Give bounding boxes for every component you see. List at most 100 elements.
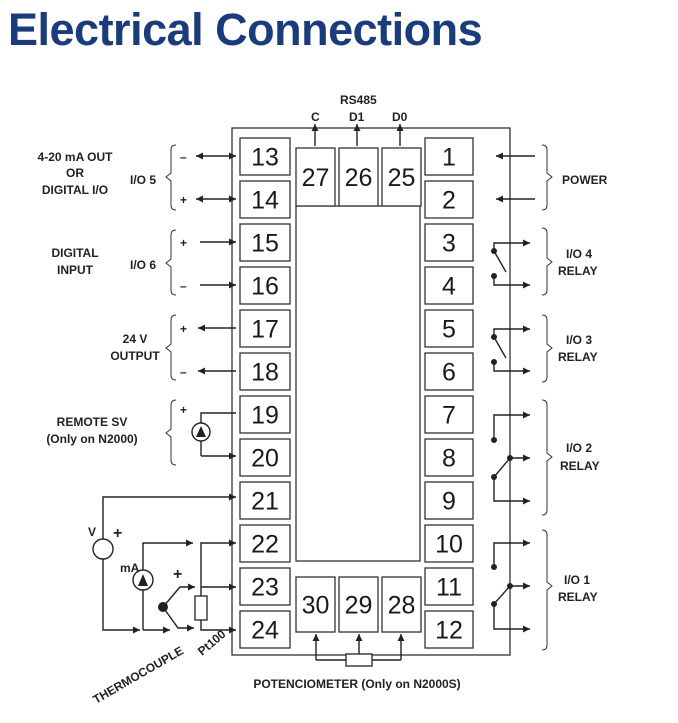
io1-label: I/O 1 — [564, 573, 590, 587]
terminal-23-box — [239, 567, 291, 606]
rs485-d1-label: D1 — [349, 110, 365, 124]
thermocouple-plus: + — [173, 566, 182, 583]
out24-minus: – — [180, 365, 187, 379]
io1-relay-label: RELAY — [558, 590, 598, 604]
terminal-11-number: 11 — [436, 574, 462, 602]
ma-source-icon — [132, 539, 193, 634]
terminal-18-box — [239, 352, 291, 391]
io3-relay-icon — [491, 325, 530, 375]
terminal-12-box — [424, 610, 474, 649]
rs485-c-label: C — [311, 110, 320, 124]
potentiometer-icon — [312, 634, 405, 667]
terminal-17-number: 17 — [251, 316, 279, 344]
terminal-21-box — [239, 481, 291, 520]
remote-sv-line1: REMOTE SV — [57, 415, 128, 429]
terminal-5-box — [424, 309, 474, 348]
terminal-25-number: 25 — [388, 164, 416, 192]
io5-plus: + — [180, 193, 187, 207]
thermocouple-icon — [158, 583, 195, 632]
terminal-10-box — [424, 524, 474, 563]
remote-sv-plus: + — [180, 403, 187, 417]
ma-label: mA — [120, 561, 140, 575]
terminal-4-box — [424, 266, 474, 305]
terminal-7-number: 7 — [442, 402, 456, 430]
terminal-16-number: 16 — [251, 273, 279, 301]
out24-brace — [165, 314, 177, 381]
terminal-13-box — [239, 137, 291, 176]
io6-brace — [165, 229, 177, 296]
io5-brace — [165, 144, 177, 211]
terminal-8-box — [424, 438, 474, 477]
io5-desc-line3: DIGITAL I/O — [42, 183, 108, 197]
terminal-12-number: 12 — [435, 617, 463, 645]
terminal-25-box — [381, 147, 422, 207]
terminal-6-number: 6 — [442, 359, 456, 387]
io6-minus: – — [180, 279, 187, 293]
io3-relay-label: RELAY — [558, 350, 598, 364]
pt100-label: Pt100 — [195, 627, 229, 659]
terminal-8-number: 8 — [442, 445, 456, 473]
thermocouple-label: THERMOCOUPLE — [91, 643, 186, 706]
terminal-24-number: 24 — [251, 617, 279, 645]
terminal-23-number: 23 — [251, 574, 279, 602]
terminal-3-box — [424, 223, 474, 262]
pt100-resistor-icon — [194, 539, 236, 634]
io6-desc-line2: INPUT — [57, 263, 94, 277]
terminal-2-box — [424, 180, 474, 219]
terminal-4-number: 4 — [442, 273, 456, 301]
power-label: POWER — [562, 173, 608, 187]
display-window — [295, 205, 421, 562]
out24-desc-line1: 24 V — [123, 332, 148, 346]
io1-relay-icon — [491, 539, 530, 633]
terminal-30-number: 30 — [302, 592, 330, 620]
voltage-source-icon — [92, 493, 236, 634]
terminal-11-box — [424, 567, 474, 606]
terminal-blocks: 1314151617181920212223241234567891011122… — [239, 137, 474, 649]
v-label: V — [88, 525, 96, 539]
terminal-10-number: 10 — [435, 531, 463, 559]
terminal-9-number: 9 — [442, 488, 456, 516]
terminal-28-box — [381, 576, 422, 633]
terminal-13-number: 13 — [251, 144, 279, 172]
rs485-d0-label: D0 — [392, 110, 408, 124]
terminal-6-box — [424, 352, 474, 391]
terminal-16-box — [239, 266, 291, 305]
page-title: Electrical Connections — [8, 4, 483, 55]
terminal-15-number: 15 — [251, 230, 279, 258]
io2-relay-icon — [491, 411, 530, 505]
power-brace — [541, 144, 553, 211]
potentiometer-label: POTENCIOMETER (Only on N2000S) — [253, 677, 460, 691]
rs485-label: RS485 — [340, 93, 377, 107]
io2-relay-label: RELAY — [560, 459, 600, 473]
io6-label: I/O 6 — [130, 258, 156, 272]
terminal-20-box — [239, 438, 291, 477]
current-source-icon — [191, 412, 236, 460]
io4-relay-icon — [491, 239, 530, 289]
terminal-19-box — [239, 395, 291, 434]
io5-desc-line1: 4-20 mA OUT — [38, 150, 114, 164]
out24-desc-line2: OUTPUT — [110, 349, 160, 363]
remote-sv-line2: (Only on N2000) — [46, 432, 137, 446]
terminal-14-box — [239, 180, 291, 219]
io5-label: I/O 5 — [130, 173, 156, 187]
io6-desc-line1: DIGITAL — [51, 246, 98, 260]
terminal-19-number: 19 — [251, 402, 279, 430]
terminal-9-box — [424, 481, 474, 520]
io1-brace — [541, 529, 553, 651]
terminal-28-number: 28 — [388, 592, 416, 620]
terminal-22-number: 22 — [251, 531, 279, 559]
terminal-24-box — [239, 610, 291, 649]
terminal-7-box — [424, 395, 474, 434]
io6-plus: + — [180, 236, 187, 250]
io2-brace — [541, 399, 553, 516]
terminal-3-number: 3 — [442, 230, 456, 258]
terminal-21-number: 21 — [251, 488, 279, 516]
io4-relay-label: RELAY — [558, 264, 598, 278]
io2-label: I/O 2 — [566, 441, 592, 455]
remote-sv-brace — [165, 399, 177, 466]
terminal-27-number: 27 — [302, 164, 330, 192]
terminal-2-number: 2 — [442, 187, 456, 215]
io4-brace — [541, 227, 553, 296]
terminal-29-number: 29 — [345, 592, 373, 620]
